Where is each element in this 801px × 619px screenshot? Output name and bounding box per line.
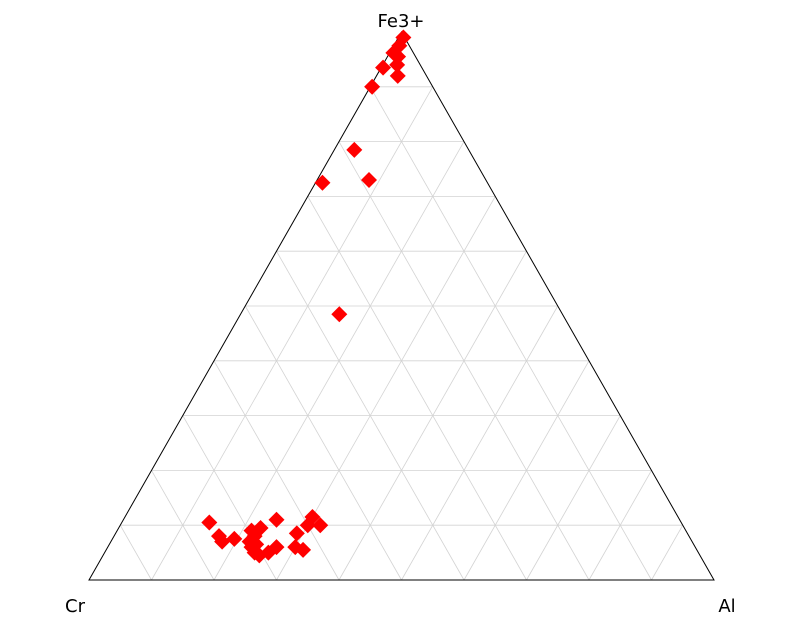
data-point (268, 511, 285, 528)
grid-line-cr (119, 525, 152, 581)
data-point (314, 174, 331, 191)
data-point (331, 306, 348, 323)
grid-line-cr (307, 196, 527, 581)
grid-line-cr (151, 470, 215, 581)
grid-line-al (401, 305, 559, 581)
ternary-grid (119, 86, 684, 581)
data-point (390, 48, 407, 65)
vertex-label-top: Fe3+ (378, 11, 425, 32)
vertex-label-left: Cr (65, 596, 86, 617)
grid-line-cr (244, 305, 402, 581)
data-point (375, 59, 392, 76)
data-point (389, 56, 406, 73)
grid-line-cr (213, 360, 340, 581)
data-point (243, 522, 260, 539)
data-point (389, 67, 406, 84)
grid-line-al (588, 470, 652, 581)
data-point (288, 525, 305, 542)
grid-line-al (151, 86, 434, 581)
data-points (201, 29, 412, 564)
grid-line-al (463, 360, 590, 581)
data-point (312, 517, 329, 534)
grid-line-cr (369, 86, 652, 581)
data-point (214, 533, 231, 550)
vertex-label-right: Al (718, 596, 735, 617)
data-point (268, 539, 285, 556)
grid-line-al (651, 525, 684, 581)
data-point (201, 514, 218, 531)
ternary-frame (88, 30, 715, 581)
data-point (226, 530, 243, 547)
grid-line-al (526, 415, 621, 581)
data-point (295, 541, 312, 558)
data-point (304, 508, 321, 525)
data-point (361, 171, 377, 188)
data-point (364, 78, 381, 95)
data-point (346, 141, 363, 158)
